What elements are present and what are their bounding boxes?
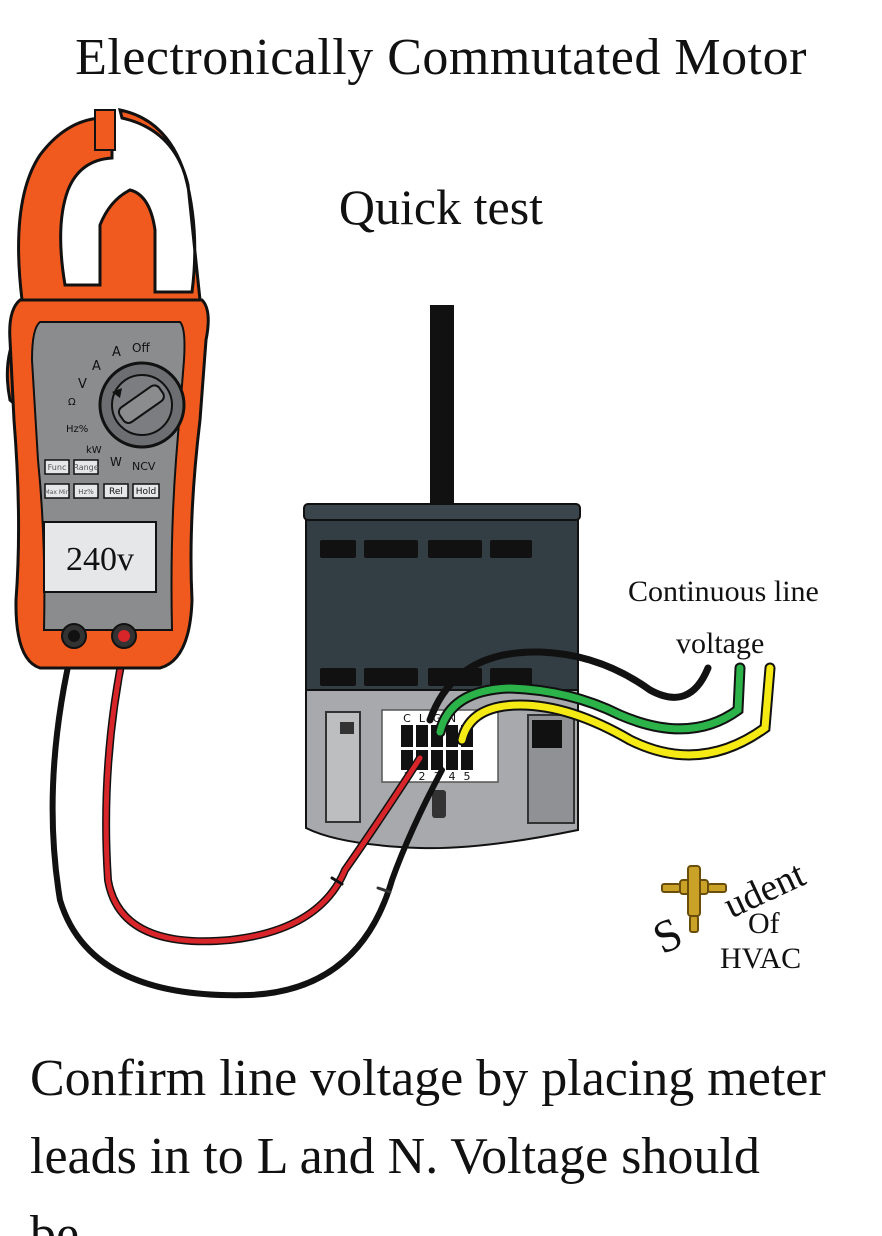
dial-label-amps-dc: A <box>92 359 101 374</box>
ecm-motor <box>303 305 581 850</box>
meter-clamp-jaw <box>17 108 202 302</box>
terminal-number-5: 5 <box>464 770 471 783</box>
black-test-lead <box>49 637 445 999</box>
caption-line-3: be <box>30 1206 80 1236</box>
terminal-label-n: N <box>448 712 456 725</box>
meter-leads <box>49 636 445 999</box>
clamp-meter: Off A A V Ω Hz% kW W NCV Func Range Max … <box>5 108 210 670</box>
terminal-label-g: G <box>433 712 442 725</box>
dial-label-hz: Hz% <box>66 424 88 435</box>
continuous-line-label: Continuous line <box>628 575 819 608</box>
endcap-latch <box>432 790 446 818</box>
diagram-title: Electronically Commutated Motor <box>75 29 807 86</box>
dial-label-kw: kW <box>86 445 102 456</box>
meter-range-label: Range <box>73 463 98 472</box>
meter-maxmin-label: Max Min <box>45 489 70 496</box>
meter-lcd-display <box>43 521 157 593</box>
dial-label-amps-ac: A <box>112 345 121 360</box>
meter-jaw-tip <box>94 109 116 151</box>
logo-letter-s: S <box>650 907 690 964</box>
logo-word-hvac: HVAC <box>720 942 801 975</box>
motor-shaft <box>430 305 454 505</box>
endcap-connector-port <box>532 720 562 748</box>
terminal-number-4: 4 <box>449 770 456 783</box>
terminal-label-c: C <box>403 712 411 725</box>
dial-label-ncv: NCV <box>132 460 156 473</box>
meter-dial-knob <box>117 384 165 424</box>
dial-label-watts: W <box>110 455 122 469</box>
meter-hold-label: Hold <box>136 487 157 497</box>
meter-hz-button[interactable] <box>73 483 99 499</box>
meter-hz-label: Hz% <box>78 488 94 496</box>
supply-wires <box>426 648 776 761</box>
wire-black-supply <box>426 648 712 724</box>
meter-rel-label: Rel <box>109 487 123 497</box>
motor-vents-top <box>320 540 532 558</box>
logo-word-of: Of <box>748 907 780 940</box>
endcap-plug-tab <box>340 722 354 734</box>
meter-hold-button[interactable] <box>132 483 160 499</box>
student-of-hvac-logo: S udent Of HVAC <box>650 853 812 975</box>
meter-range-button[interactable] <box>73 459 99 475</box>
diagram-subtitle: Quick test <box>338 179 544 235</box>
meter-func-button[interactable] <box>44 459 70 475</box>
caption-line-1: Confirm line voltage by placing meter <box>30 1050 826 1107</box>
dial-label-ohms: Ω <box>68 397 76 408</box>
meter-rel-button[interactable] <box>103 483 129 499</box>
endcap-plug-slot <box>325 711 361 823</box>
terminal-label-l: L <box>419 712 426 725</box>
logo-valve-icon <box>661 865 727 933</box>
meter-reading: 240v <box>66 541 134 578</box>
dial-label-off: Off <box>132 341 150 355</box>
meter-maxmin-button[interactable] <box>44 483 70 499</box>
meter-dial-pointer <box>112 388 122 398</box>
terminal-number-2: 2 <box>419 770 426 783</box>
ecm-test-illustration: C L G N 1 2 3 4 5 <box>5 108 776 999</box>
meter-func-label: Func <box>48 463 67 472</box>
caption-line-2: leads in to L and N. Voltage should <box>30 1128 760 1185</box>
dial-label-volts: V <box>78 377 87 392</box>
instruction-caption: Confirm line voltage by placing meter le… <box>30 1040 870 1236</box>
motor-top-rim <box>303 503 581 521</box>
voltage-label: voltage <box>676 627 765 660</box>
